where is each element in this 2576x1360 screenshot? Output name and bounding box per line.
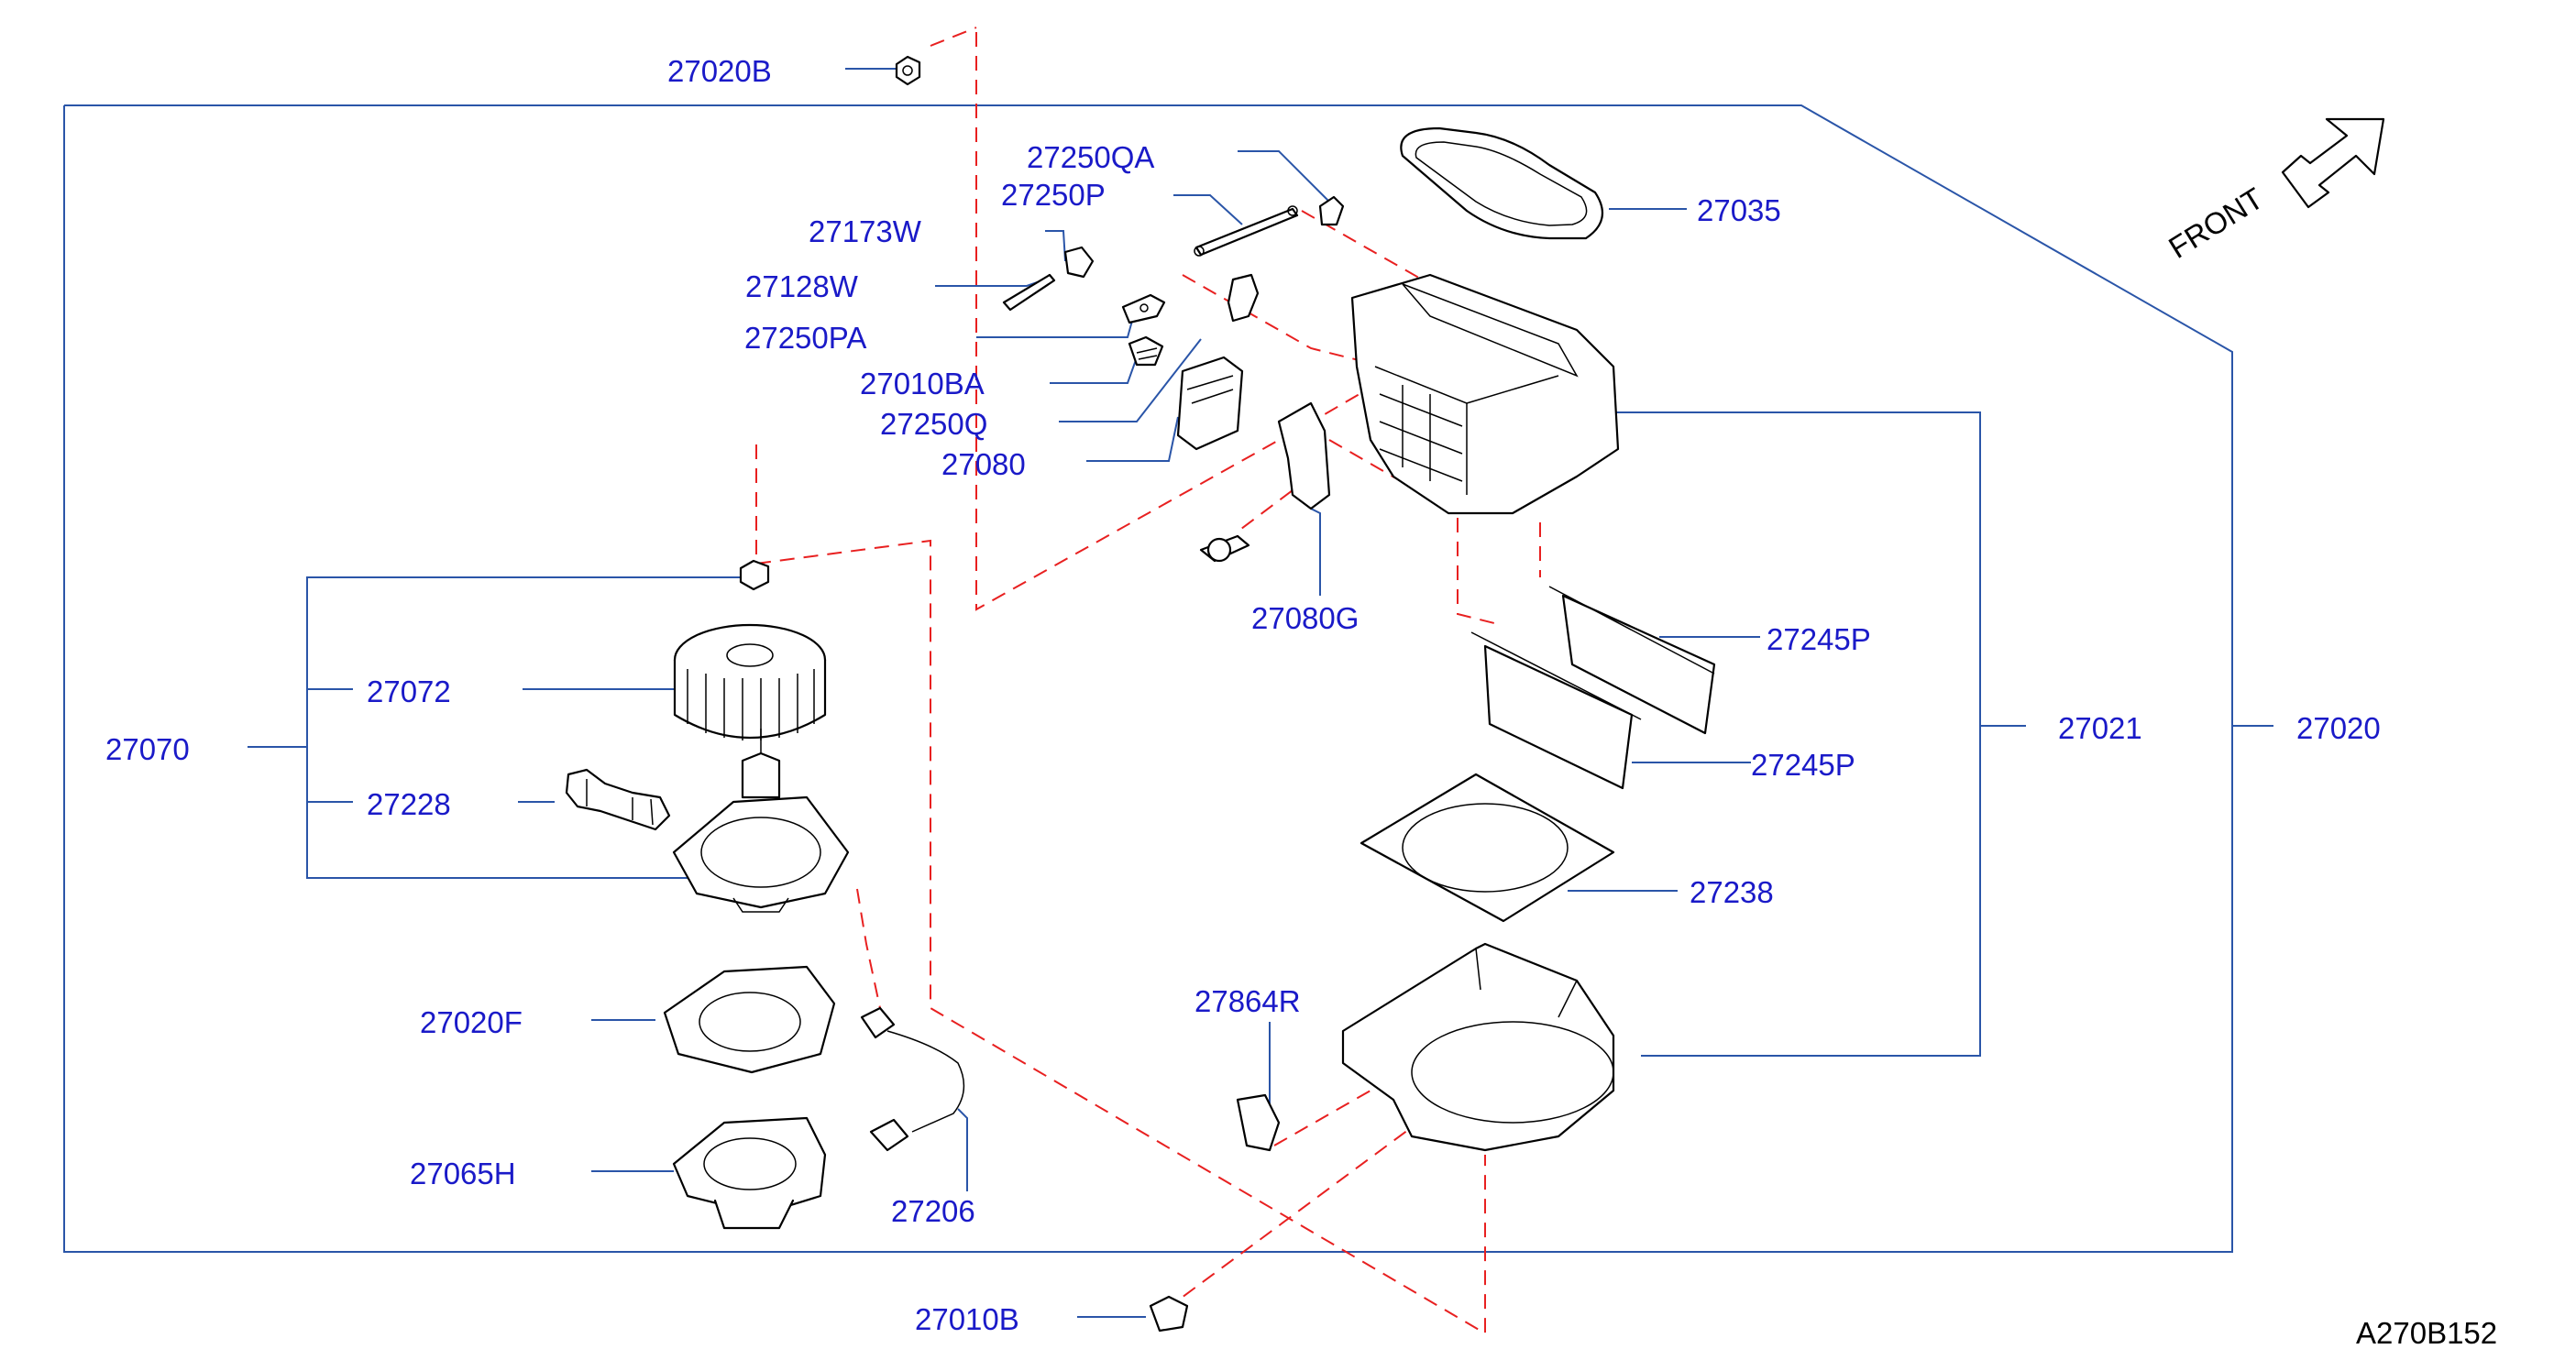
screw-27010B	[1149, 1295, 1189, 1333]
harness-27206	[860, 1006, 965, 1152]
label-27128W: 27128W	[745, 269, 859, 303]
bracket-27250Q	[1227, 273, 1260, 323]
label-27245P-upper: 27245P	[1767, 622, 1871, 656]
leader-lines	[248, 68, 2273, 1318]
gasket-27020F	[663, 965, 836, 1074]
label-27250QA: 27250QA	[1027, 140, 1154, 174]
screw-27010BA	[1128, 335, 1164, 367]
diagram-code: A270B152	[2356, 1316, 2497, 1350]
label-27010B: 27010B	[915, 1302, 1019, 1336]
nut-27020B	[895, 55, 921, 86]
clip-27173W	[1063, 246, 1095, 279]
label-27020F: 27020F	[420, 1005, 523, 1039]
label-27864R: 27864R	[1194, 984, 1301, 1018]
link-rod-27250P	[1194, 205, 1299, 257]
filter-seal-27035	[1400, 126, 1604, 240]
bracket-27864R	[1236, 1093, 1281, 1152]
label-27250Q: 27250Q	[880, 407, 987, 441]
rod-27128W	[1002, 273, 1056, 312]
lever-27250PA	[1121, 293, 1166, 324]
label-27228: 27228	[367, 787, 451, 821]
label-27238: 27238	[1690, 875, 1774, 909]
seal-27238	[1360, 773, 1615, 923]
lower-case-27021	[1341, 942, 1615, 1152]
nut-27070	[739, 559, 770, 591]
label-27250PA: 27250PA	[744, 321, 866, 355]
label-27010BA: 27010BA	[860, 367, 985, 400]
label-27080G: 27080G	[1251, 601, 1359, 635]
label-27206: 27206	[891, 1194, 975, 1228]
label-27245P-lower: 27245P	[1751, 748, 1855, 782]
actuator-27080	[1176, 356, 1244, 451]
clip-27250QA	[1318, 195, 1345, 226]
label-27072: 27072	[367, 675, 451, 708]
bracket-27080G	[1199, 401, 1331, 563]
label-27020B: 27020B	[667, 54, 772, 88]
label-27020: 27020	[2296, 711, 2381, 745]
label-27173W: 27173W	[809, 214, 922, 248]
connector-27228	[565, 768, 671, 831]
filter-27245P-lower	[1470, 631, 1642, 790]
part-labels: 27020B 27250QA 27250P 27173W 27128W 2725…	[105, 54, 2381, 1336]
front-label: FRONT	[2163, 181, 2269, 265]
label-27021: 27021	[2058, 711, 2142, 745]
fan-27072	[673, 623, 827, 740]
label-27035: 27035	[1697, 193, 1781, 227]
filter-27245P-upper	[1548, 586, 1716, 735]
cover-27065H	[672, 1116, 827, 1230]
motor-27070	[672, 729, 850, 913]
label-27065H: 27065H	[410, 1157, 516, 1190]
label-27250P: 27250P	[1001, 178, 1106, 212]
label-27080: 27080	[941, 447, 1026, 481]
front-arrow-icon	[2281, 117, 2385, 209]
label-27070: 27070	[105, 732, 190, 766]
assembly-frame	[63, 104, 2233, 1253]
intake-housing-27021	[1350, 273, 1620, 515]
